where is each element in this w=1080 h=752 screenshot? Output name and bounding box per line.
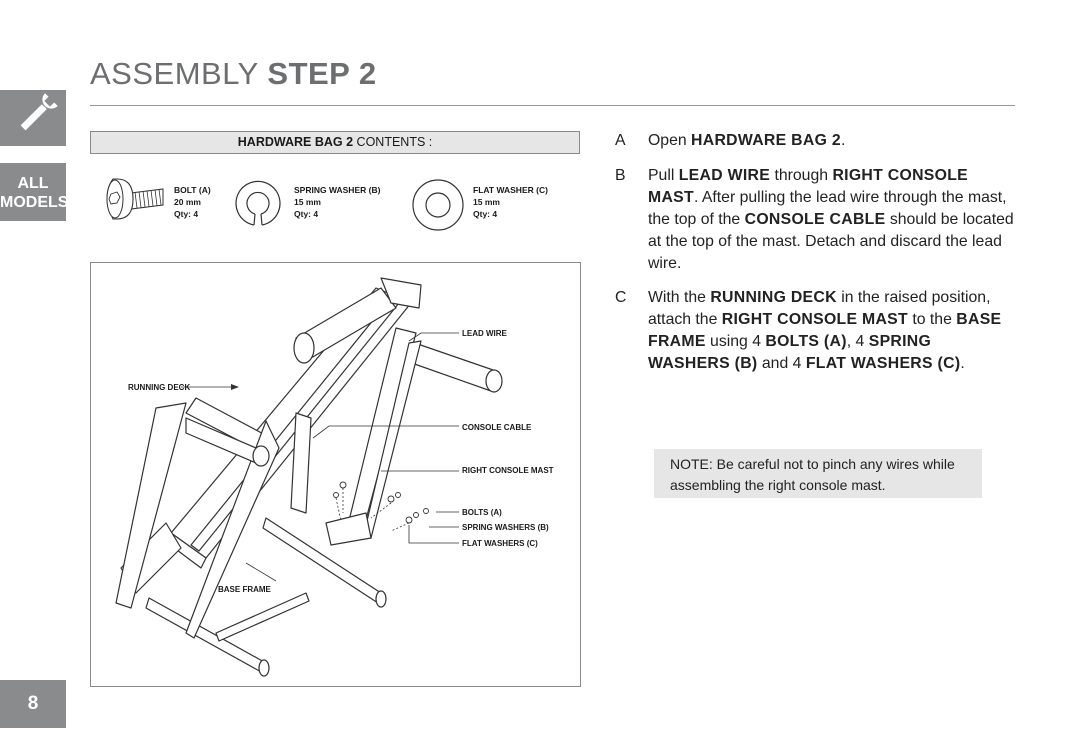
flat-washer-label: FLAT WASHER (C) 15 mm Qty: 4 xyxy=(473,184,548,220)
callout-flat-washers: FLAT WASHERS (C) xyxy=(462,539,538,548)
bolt-name: BOLT (A) xyxy=(174,185,211,195)
step-b: B Pull LEAD WIRE through RIGHT CONSOLE M… xyxy=(615,165,1015,275)
bolt-size: 20 mm xyxy=(174,197,201,207)
step-b-text: Pull LEAD WIRE through RIGHT CONSOLE MAS… xyxy=(648,167,1014,272)
models-line1: ALL xyxy=(17,175,49,192)
flat-washer-qty: Qty: 4 xyxy=(473,209,498,219)
callout-lead-wire: LEAD WIRE xyxy=(462,329,507,338)
treadmill-illustration xyxy=(115,277,503,677)
step-c-text: With the RUNNING DECK in the raised posi… xyxy=(648,289,1002,372)
flat-washer-icon xyxy=(412,179,464,231)
spring-washer-qty: Qty: 4 xyxy=(294,209,319,219)
hardware-bag-contents: CONTENTS : xyxy=(353,135,433,149)
step-c: C With the RUNNING DECK in the raised po… xyxy=(615,287,1015,375)
step-c-letter: C xyxy=(615,289,627,306)
step-a-letter: A xyxy=(615,132,626,149)
page-title: ASSEMBLY STEP 2 xyxy=(90,56,377,92)
hardware-bag-label: HARDWARE BAG 2 xyxy=(237,135,354,149)
title-divider xyxy=(90,105,1015,106)
spring-washer-label: SPRING WASHER (B) 15 mm Qty: 4 xyxy=(294,184,380,220)
callout-base-frame: BASE FRAME xyxy=(218,585,271,594)
callout-running-deck: RUNNING DECK xyxy=(128,383,191,392)
spring-washer-size: 15 mm xyxy=(294,197,321,207)
title-bold: STEP 2 xyxy=(267,56,377,91)
models-line2: MODELS xyxy=(0,194,69,211)
flat-washer-name: FLAT WASHER (C) xyxy=(473,185,548,195)
page-number: 8 xyxy=(0,680,66,728)
all-models-tab: ALL MODELS xyxy=(0,163,69,221)
step-b-letter: B xyxy=(615,167,626,184)
callout-console-cable: CONSOLE CABLE xyxy=(462,423,532,432)
spring-washer-icon xyxy=(235,180,281,226)
step-a-text: Open HARDWARE BAG 2. xyxy=(648,132,846,149)
flat-washer-size: 15 mm xyxy=(473,197,500,207)
callout-spring-washers: SPRING WASHERS (B) xyxy=(462,523,549,532)
hardware-bag-heading: HARDWARE BAG 2 CONTENTS : xyxy=(90,131,580,154)
bolt-icon xyxy=(106,178,164,220)
callout-right-console-mast: RIGHT CONSOLE MAST xyxy=(462,466,554,475)
note-box: NOTE: Be careful not to pinch any wires … xyxy=(654,449,982,498)
spring-washer-name: SPRING WASHER (B) xyxy=(294,185,381,195)
assembly-diagram: LEAD WIRE RUNNING DECK CONSOLE CABLE RIG… xyxy=(90,262,581,687)
bolt-qty: Qty: 4 xyxy=(174,209,199,219)
step-a: A Open HARDWARE BAG 2. xyxy=(615,130,1015,152)
tool-tab xyxy=(0,90,66,146)
callout-bolts: BOLTS (A) xyxy=(462,508,502,517)
title-light: ASSEMBLY xyxy=(90,56,259,91)
bolt-label: BOLT (A) 20 mm Qty: 4 xyxy=(174,184,211,220)
wrench-icon xyxy=(20,93,58,131)
